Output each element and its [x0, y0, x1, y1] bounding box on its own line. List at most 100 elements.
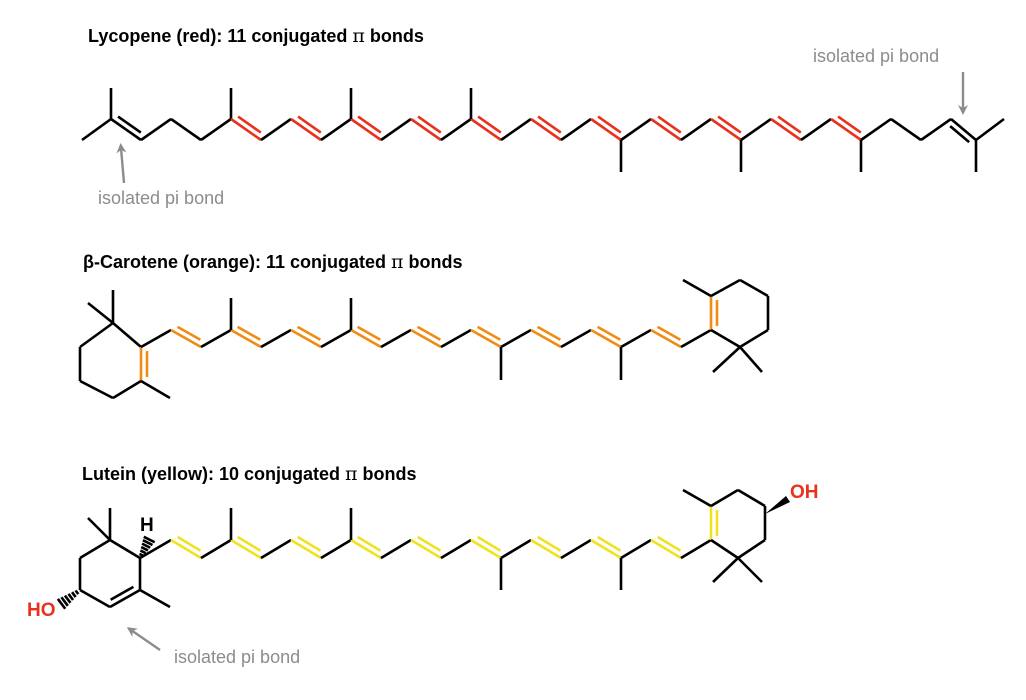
single-bond	[710, 328, 741, 349]
lycopene-structure	[81, 88, 1005, 172]
methyl	[139, 588, 171, 609]
single-bond	[739, 278, 769, 298]
single-bond	[112, 322, 142, 348]
hash-h-dash	[139, 549, 147, 555]
single-bond	[112, 379, 142, 400]
single-bond	[860, 117, 892, 142]
hash-h-dash	[140, 545, 149, 552]
lycopene-title: Lycopene (red): 11 conjugated π bonds	[88, 25, 424, 47]
conjugated-double-bond-inner	[477, 535, 502, 552]
single-bond	[140, 328, 172, 349]
conjugated-double-bond-main	[590, 328, 622, 349]
methyl	[81, 117, 112, 142]
conjugated-double-bond-main	[470, 328, 502, 349]
single-bond	[739, 328, 769, 349]
single-bond	[200, 328, 232, 349]
beta-carotene-title-text: β-Carotene (orange): 11 conjugated	[83, 252, 391, 272]
lycopene-title-text: Lycopene (red): 11 conjugated	[88, 26, 352, 46]
single-bond	[620, 538, 652, 560]
hash-ho-dash	[63, 594, 72, 604]
single-bond	[380, 538, 412, 560]
conjugated-double-bond-inner	[237, 535, 262, 552]
single-bond	[710, 538, 739, 560]
conjugated-double-bond-main	[530, 117, 562, 142]
single-bond	[680, 117, 712, 142]
conjugated-double-bond-main	[650, 328, 682, 349]
conjugated-double-bond-inner	[356, 325, 381, 341]
hash-ho-dash	[56, 598, 67, 610]
methyl	[737, 557, 763, 583]
conjugated-double-bond-inner	[176, 325, 201, 341]
single-bond	[737, 488, 766, 508]
conjugated-double-bond-inner	[537, 535, 562, 552]
lutein-hashed-bond-h	[138, 535, 156, 558]
lutein-oh-atom: OH	[790, 482, 819, 503]
conjugated-double-bond-inner	[657, 535, 682, 552]
isolated-double-bond-inner	[117, 115, 142, 134]
single-bond	[320, 117, 352, 142]
single-bond	[79, 379, 114, 400]
hash-ho-dash	[67, 593, 75, 601]
conjugated-double-bond-main	[350, 328, 382, 349]
single-bond	[79, 538, 111, 560]
lutein-section: Lutein (yellow): 10 conjugated π bonds O…	[27, 463, 819, 667]
lycopene-title-pi: π	[352, 25, 365, 47]
single-bond	[500, 538, 532, 560]
conjugated-double-bond-inner	[597, 535, 622, 552]
conjugated-double-bond-inner	[597, 115, 622, 134]
single-bond	[109, 538, 141, 560]
hash-h-dash	[142, 539, 154, 547]
isolated-double-bond-main	[110, 117, 142, 142]
methyl	[712, 557, 739, 583]
conjugated-double-bond-inner	[357, 115, 382, 134]
methyl	[682, 278, 712, 298]
conjugated-double-bond-main	[650, 117, 682, 142]
single-bond	[920, 117, 952, 142]
lutein-arrow	[126, 627, 161, 651]
conjugated-double-bond-inner	[536, 325, 561, 341]
conjugated-double-bond-main	[470, 538, 502, 560]
single-bond	[710, 488, 739, 508]
hash-ho-dash	[74, 589, 80, 595]
conjugated-double-bond-main	[350, 117, 382, 142]
conjugated-double-bond-main	[830, 117, 862, 142]
methyl	[87, 301, 114, 325]
single-bond	[890, 117, 922, 142]
lutein-isolated-label: isolated pi bond	[174, 647, 300, 667]
beta-carotene-structure	[78, 278, 770, 400]
lutein-hashed-bond-ho	[56, 589, 80, 610]
conjugated-double-bond-inner	[236, 325, 261, 341]
isolated-double-bond-inner	[110, 585, 135, 601]
single-bond	[560, 328, 592, 349]
conjugated-double-bond-inner	[537, 115, 562, 134]
beta-carotene-title-suffix: bonds	[404, 252, 463, 272]
lycopene-isolated-label-right: isolated pi bond	[813, 46, 939, 66]
single-bond	[620, 328, 652, 349]
single-bond	[380, 117, 412, 142]
conjugated-double-bond-inner	[177, 535, 202, 552]
conjugated-double-bond-main	[470, 117, 502, 142]
single-bond	[680, 538, 712, 560]
conjugated-double-bond-main	[230, 538, 262, 560]
conjugated-double-bond-main	[230, 328, 262, 349]
single-bond	[440, 538, 472, 560]
lutein-ho-atom: HO	[27, 600, 56, 621]
hash-h-dash	[143, 535, 156, 544]
conjugated-double-bond-inner	[417, 115, 442, 134]
isolated-double-bond-main	[109, 588, 141, 609]
single-bond	[320, 538, 352, 560]
conjugated-double-bond-main	[170, 538, 202, 560]
conjugated-double-bond-main	[230, 117, 262, 142]
conjugated-double-bond-inner	[296, 325, 321, 341]
conjugated-double-bond-main	[410, 328, 442, 349]
beta-carotene-title: β-Carotene (orange): 11 conjugated π bon…	[83, 251, 463, 273]
conjugated-double-bond-main	[410, 538, 442, 560]
single-bond	[200, 117, 232, 142]
single-bond	[710, 278, 741, 298]
single-bond	[740, 117, 772, 142]
conjugated-double-bond-inner	[777, 115, 802, 134]
lutein-structure	[78, 488, 767, 609]
methyl	[682, 488, 712, 508]
single-bond	[560, 117, 592, 142]
